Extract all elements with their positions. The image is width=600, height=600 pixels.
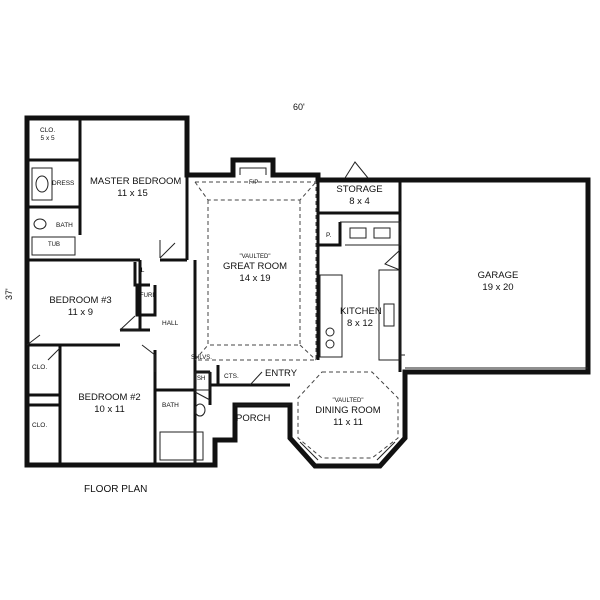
room-label-bedroom2: BEDROOM #2 10 x 11 [77,392,142,416]
cooktop [373,227,391,239]
range [349,227,367,239]
room-name: CLO. [40,127,56,134]
pantry-label: P. [326,232,332,239]
door-bedroom2 [141,344,156,372]
wall-pantry [318,222,342,247]
room-size: 10 x 11 [94,404,125,415]
room-label-entry: ENTRY [265,368,298,379]
room-label-closet: CLO. 5 x 5 [40,127,55,143]
room-label-closet-b2: CLO. [32,422,48,429]
door-master [159,240,176,259]
room-name: BEDROOM #3 [49,295,112,306]
room-name: DINING ROOM [315,405,381,416]
room-name: MASTER BEDROOM [90,176,182,187]
plan-title: FLOOR PLAN [84,484,148,495]
vaulted-ceiling-great-room [194,181,317,361]
door-front [249,371,263,386]
room-name: KITCHEN [340,306,382,317]
wall-master-closet [27,118,82,235]
burner [325,339,335,349]
sink [35,175,49,193]
wall-bedroom2 [153,350,212,465]
room-label-closet-b3: CLO. [32,364,48,371]
bathtub [31,236,76,256]
room-label-master-bath: BATH [56,222,73,229]
room-label-great-room: "VAULTED" GREAT ROOM 14 x 19 [215,254,295,285]
toilet [33,218,47,230]
room-label-kitchen: KITCHEN 8 x 12 [340,306,382,330]
wall-storage [318,180,402,372]
kitchen-garage-door [384,249,401,271]
wall-closets [27,393,60,407]
tub-label: TUB [48,242,60,248]
shower-stall [194,371,211,391]
room-label-master-bedroom: MASTER BEDROOM 11 x 15 [90,176,182,200]
door-bedroom3 [119,315,140,331]
room-name: BEDROOM #2 [78,392,141,403]
door-closet [26,334,61,361]
burner [325,327,335,337]
room-size: 19 x 20 [482,282,514,293]
overall-depth-dimension: 37' [4,288,14,300]
fireplace-hearth [239,167,267,175]
shelves-label: SHLVS. [191,355,212,361]
vaulted-note: "VAULTED" [332,398,364,404]
bathtub-2 [159,431,204,461]
wall-dining-room [288,372,407,468]
storage-door [344,161,369,179]
kitchen-sink [383,303,395,327]
vaulted-ceiling-great-room-outline [195,181,317,361]
room-label-dress: DRESS [52,180,75,187]
room-label-bedroom3: BEDROOM #3 11 x 9 [48,295,113,319]
room-name: GREAT ROOM [222,261,288,272]
furnace-label: FURN [140,293,157,299]
vaulted-ceiling-dining [297,371,399,459]
wall-closet-linen [133,262,157,317]
wall-master-bedroom [27,175,189,330]
toilet-2 [194,403,206,417]
room-size: 11 x 15 [117,188,148,199]
door-bath2 [194,391,211,401]
vaulted-note: "VAULTED" [239,254,271,260]
room-size: 11 x 11 [333,417,363,428]
kitchen-counter-west [319,274,343,358]
kitchen-counter-top [340,221,401,246]
coats-label: CTS. [224,373,239,380]
fireplace-label: F/P [249,180,259,186]
room-name: GARAGE [477,270,519,281]
room-size: 5 x 5 [40,135,55,142]
room-label-storage: STORAGE 8 x 4 [332,184,387,208]
room-size: 8 x 12 [347,318,373,329]
room-label-hall: HALL [162,320,179,327]
room-size: 14 x 19 [239,273,271,284]
overall-width-dimension: 60' [293,102,305,112]
room-name: STORAGE [336,184,383,195]
room-label-bath2: BATH [162,402,179,409]
shower-label: SH [197,376,206,382]
dining-window [299,441,396,461]
vanity [31,167,53,201]
room-size: 8 x 4 [349,196,370,207]
room-label-dining-room: "VAULTED" DINING ROOM 11 x 11 [310,398,386,429]
room-label-porch: PORCH [236,413,271,424]
room-size: 11 x 9 [67,307,94,318]
linen-label: L [141,268,145,274]
room-label-garage: GARAGE 19 x 20 [470,270,526,294]
kitchen-counter-east [378,269,401,361]
